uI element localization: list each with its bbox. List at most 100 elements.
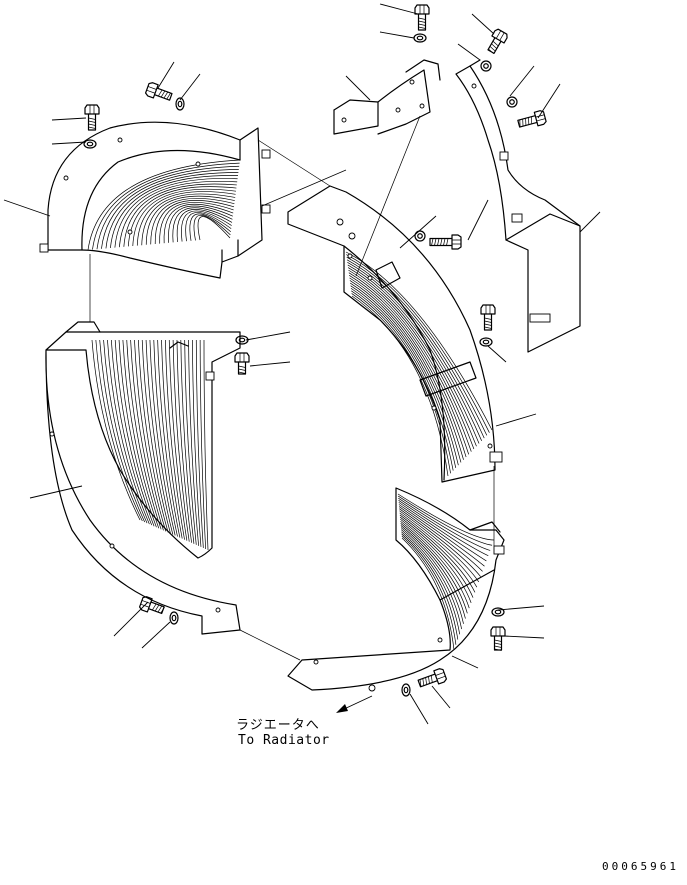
surface-contour <box>188 339 199 546</box>
surface-contour <box>347 264 480 444</box>
bolt-icon <box>414 4 430 31</box>
surface-contour <box>349 280 464 460</box>
surface-contour <box>176 209 233 243</box>
lower-left-shroud <box>45 321 241 635</box>
top-center-bracket <box>333 59 441 135</box>
drawing-number: 00065961 <box>602 860 679 873</box>
surface-contour <box>398 499 489 557</box>
surface-contour <box>400 525 466 619</box>
surface-contour <box>399 510 480 583</box>
surface-contour <box>401 531 461 635</box>
surface-contour <box>137 339 169 533</box>
bolt-icon <box>84 104 100 131</box>
surface-contour <box>101 169 239 249</box>
surface-contour <box>122 339 160 529</box>
surface-contour <box>398 502 487 562</box>
surface-contour <box>153 339 178 537</box>
surface-contour <box>184 339 197 545</box>
surface-contour <box>150 197 235 245</box>
destination-note-english: To Radiator <box>238 733 330 748</box>
bolt-icon <box>417 668 448 688</box>
fasteners <box>83 4 547 697</box>
destination-note-japanese: ラジエータへ <box>236 718 320 733</box>
surface-contour <box>399 512 478 588</box>
surface-contour <box>193 214 231 241</box>
surface-contour <box>176 339 192 543</box>
surface-contour <box>130 339 164 531</box>
surface-contour <box>105 172 239 249</box>
surface-contour <box>346 256 488 436</box>
surface-contour <box>348 274 470 455</box>
lower-right-shroud <box>287 487 505 692</box>
surface-contour <box>401 529 462 630</box>
surface-contour <box>346 259 485 439</box>
surface-contour <box>87 159 241 251</box>
right-curved-shroud <box>287 185 503 483</box>
surface-contour <box>157 339 181 538</box>
surface-contour <box>136 191 236 246</box>
surface-contour <box>400 523 468 614</box>
surface-contour <box>96 165 240 250</box>
bolt-icon <box>429 234 462 250</box>
surface-contour <box>172 339 190 542</box>
leader-lines <box>3 3 601 725</box>
bolt-icon <box>517 110 547 128</box>
washer-icon <box>401 683 411 697</box>
surface-contour <box>107 339 150 525</box>
surface-contour <box>114 178 238 248</box>
surface-contour <box>345 251 493 431</box>
washer-icon <box>479 337 493 347</box>
surface-contour <box>397 495 493 546</box>
right-side-bracket <box>455 59 581 353</box>
surface-contour <box>351 290 454 471</box>
surface-contour <box>149 339 176 536</box>
surface-contour <box>181 210 232 242</box>
surface-contour <box>141 193 236 246</box>
surface-contour <box>110 175 239 249</box>
surface-contour <box>145 195 235 245</box>
surface-contour <box>126 339 162 530</box>
surface-contour <box>397 493 495 541</box>
bolt-icon <box>138 596 165 615</box>
surface-contour <box>401 537 455 651</box>
surface-contour <box>346 254 490 433</box>
surface-contour <box>348 269 475 450</box>
surface-contour <box>141 339 171 534</box>
surface-contour <box>398 497 491 551</box>
surface-contour <box>401 535 457 645</box>
washer-icon <box>506 96 518 108</box>
bolt-icon <box>234 352 250 375</box>
surface-contour <box>199 339 207 549</box>
surface-contour <box>347 267 477 447</box>
surface-contour <box>189 213 232 241</box>
bolt-icon <box>480 304 496 331</box>
surface-contour <box>400 518 472 603</box>
surface-contour <box>197 216 231 241</box>
washer-icon <box>175 97 185 111</box>
surface-contour <box>91 339 141 521</box>
surface-contour <box>110 339 153 526</box>
surface-contour <box>400 527 464 624</box>
surface-contour <box>145 339 174 535</box>
surface-contour <box>399 508 481 577</box>
washer-icon <box>480 60 492 72</box>
surface-contour <box>99 339 146 523</box>
surface-contour <box>349 277 467 458</box>
surface-contour <box>400 520 470 609</box>
surface-contour <box>161 339 183 539</box>
surface-contour <box>192 339 202 547</box>
washer-icon <box>83 139 97 149</box>
surface-contour <box>172 207 233 243</box>
surface-contour <box>103 339 148 524</box>
surface-contour <box>399 516 474 598</box>
surface-contour <box>132 188 237 247</box>
surface-contour <box>203 339 209 551</box>
surface-contour <box>165 339 185 540</box>
surface-contour <box>168 339 188 541</box>
radiator-arrow <box>336 695 373 713</box>
washer-icon <box>414 230 426 242</box>
surface-contour <box>185 212 232 242</box>
surface-contour <box>351 295 449 477</box>
surface-contour <box>163 204 234 244</box>
surface-contour <box>180 339 195 544</box>
